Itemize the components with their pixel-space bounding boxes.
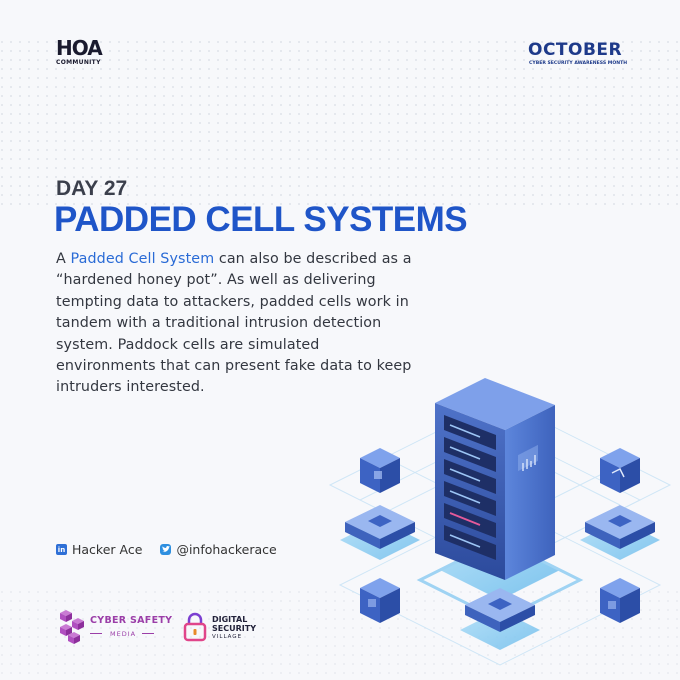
network-node-bottom [465, 588, 535, 632]
network-node-right [585, 505, 655, 549]
cube-icon [360, 578, 400, 623]
cube-icon [600, 578, 640, 623]
linkedin-link[interactable]: in Hacker Ace [56, 542, 142, 557]
october-logo-sub: CYBER SECURITY AWARENESS MONTH [529, 61, 628, 66]
network-node-left [345, 505, 415, 549]
body-prefix: A [56, 251, 71, 267]
padlock-icon [183, 612, 207, 642]
october-logo-word: OCTOBER [528, 40, 623, 60]
social-links: in Hacker Ace @infohackerace [56, 542, 295, 557]
day-label: DAY 27 [56, 177, 128, 200]
twitter-icon [160, 544, 172, 555]
hoa-logo-mark: HOA [56, 36, 103, 60]
cube-cluster-icon [60, 610, 84, 644]
hoa-community-logo: HOA COMMUNITY [56, 38, 106, 68]
body-rest: can also be described as a “hardened hon… [56, 251, 412, 396]
server-network-illustration [328, 378, 672, 666]
october-logo: OCTOBER CYBER SECURITY AWARENESS MONTH [528, 40, 628, 70]
cyber-safety-title: CYBER SAFETY [90, 615, 173, 626]
twitter-label: @infohackerace [176, 542, 277, 557]
hoa-logo-sub: COMMUNITY [56, 59, 101, 66]
body-highlight: Padded Cell System [70, 251, 215, 267]
cube-icon [360, 448, 400, 493]
twitter-link[interactable]: @infohackerace [160, 542, 277, 557]
cyber-safety-sub: MEDIA [110, 630, 137, 638]
post-title: PADDED CELL SYSTEMS [54, 200, 468, 239]
post-body: A Padded Cell System can also be describ… [56, 249, 416, 399]
dsv-line1: DIGITAL [212, 615, 248, 624]
server-rack-icon [435, 378, 555, 580]
cyber-safety-media-logo: CYBER SAFETY MEDIA [56, 608, 172, 648]
cube-icon [600, 448, 640, 493]
linkedin-label: Hacker Ace [72, 542, 143, 557]
dsv-line3: VILLAGE [212, 634, 243, 640]
linkedin-icon: in [56, 544, 67, 555]
dsv-line2: SECURITY [212, 624, 256, 633]
